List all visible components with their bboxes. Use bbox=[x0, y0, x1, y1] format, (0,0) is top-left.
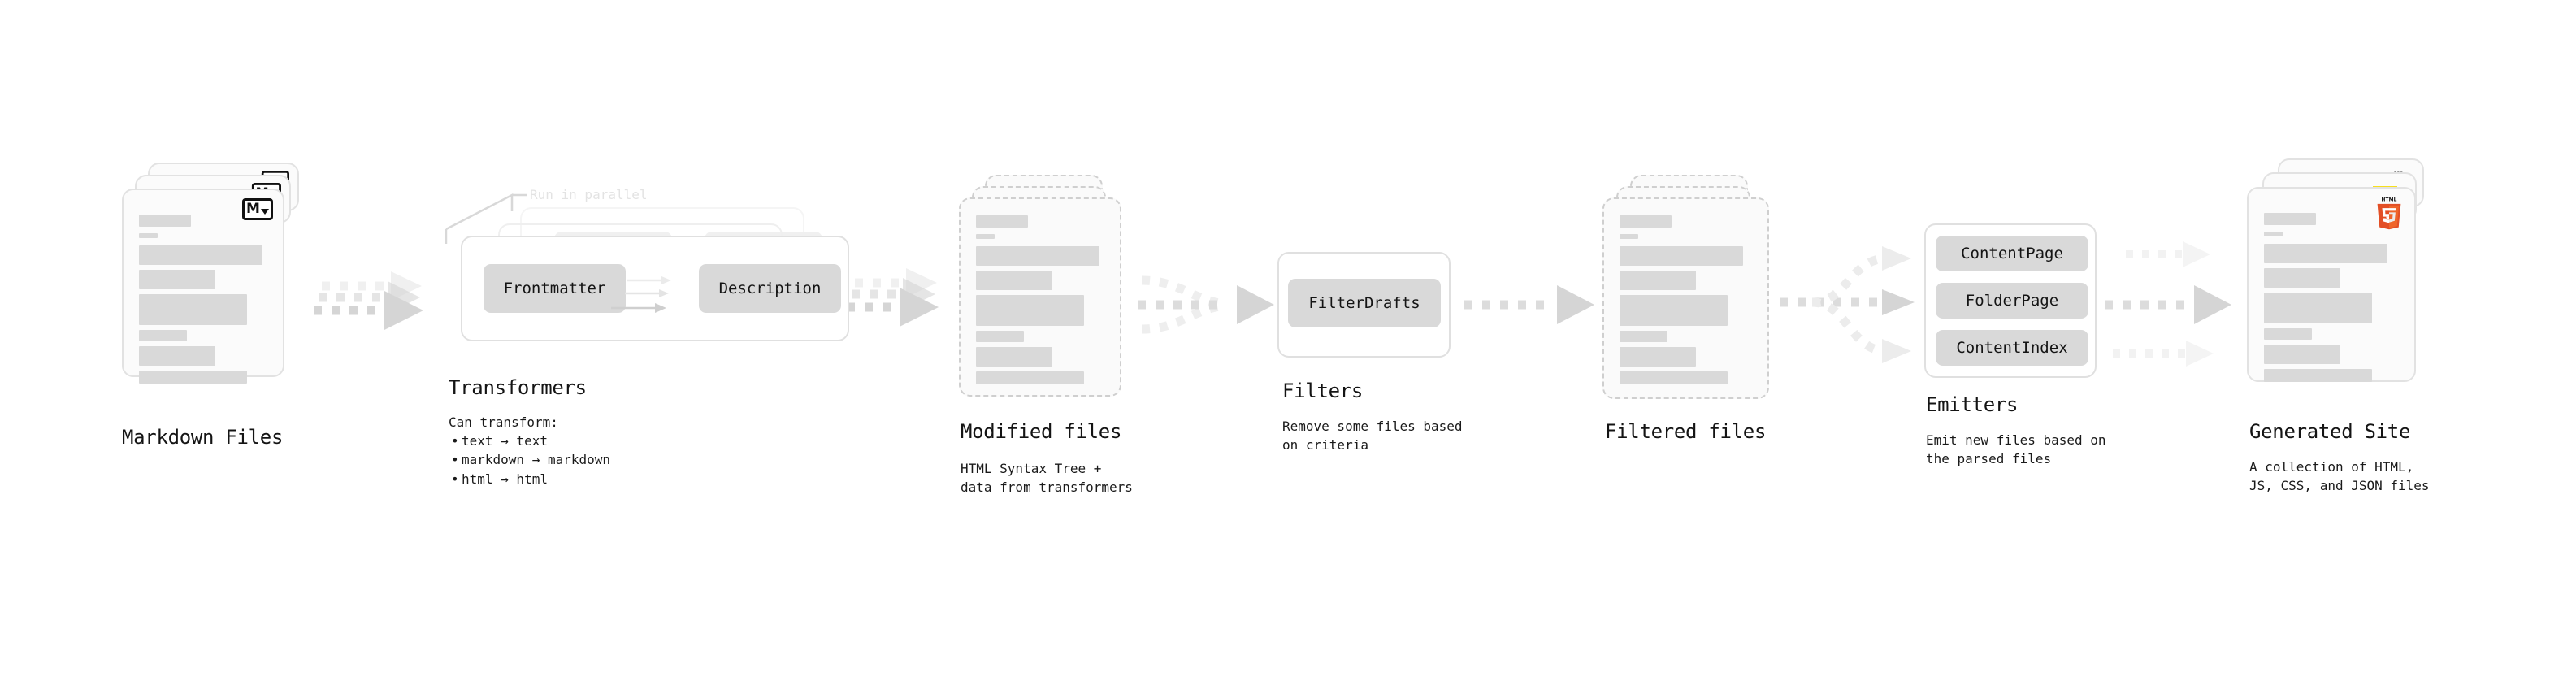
transformers-bullet-item: html → html bbox=[451, 470, 610, 488]
arrow-filters-to-filtered bbox=[1464, 285, 1594, 324]
transformers-bullet-item: markdown → markdown bbox=[451, 450, 610, 469]
markdown-card-front: M bbox=[122, 189, 284, 384]
placeholder-bar bbox=[139, 215, 191, 227]
svg-text:HTML: HTML bbox=[2381, 198, 2396, 203]
filters-group: FilterDrafts bbox=[1277, 252, 1451, 358]
emitters-pill-contentpage[interactable]: ContentPage bbox=[1936, 236, 2088, 271]
placeholder-bar bbox=[976, 246, 1099, 266]
modified-files-title: Modified files bbox=[961, 420, 1122, 443]
placeholder-bar bbox=[2264, 369, 2372, 382]
generated-site-title: Generated Site bbox=[2249, 420, 2411, 443]
placeholder-bar bbox=[1620, 271, 1696, 290]
placeholder-bar bbox=[2264, 345, 2340, 364]
placeholder-bar bbox=[139, 233, 158, 238]
placeholder-bar bbox=[1620, 246, 1743, 266]
modified-card-front bbox=[959, 197, 1121, 397]
placeholder-bar bbox=[1620, 295, 1728, 326]
placeholder-bar bbox=[1620, 331, 1667, 342]
placeholder-bar bbox=[2264, 268, 2340, 288]
emitters-pill-contentindex[interactable]: ContentIndex bbox=[1936, 330, 2088, 366]
emitters-title: Emitters bbox=[1926, 393, 2019, 416]
placeholder-bar bbox=[139, 371, 247, 384]
markdown-icon-letter: M bbox=[246, 201, 260, 217]
placeholder-bar bbox=[976, 271, 1052, 290]
arrow-filtered-to-emitters bbox=[1780, 246, 1915, 363]
stage-filtered-files bbox=[1602, 175, 1789, 419]
placeholder-bar bbox=[139, 346, 215, 366]
run-in-parallel-label: Run in parallel bbox=[530, 187, 648, 202]
placeholder-bar bbox=[976, 371, 1084, 384]
generated-site-subtitle: A collection of HTML, JS, CSS, and JSON … bbox=[2249, 459, 2430, 494]
filters-subtitle: Remove some files based on criteria bbox=[1282, 419, 1463, 453]
placeholder-bar bbox=[1620, 234, 1638, 239]
transformers-bullets: Can transform: text → text markdown → ma… bbox=[449, 413, 610, 488]
transformers-bullets-lead: Can transform: bbox=[449, 414, 558, 430]
arrow-markdown-to-transformers bbox=[314, 271, 423, 330]
transformer-pill-description[interactable]: Description bbox=[699, 264, 841, 313]
arrow-emitters-to-site bbox=[2105, 241, 2231, 367]
placeholder-bar bbox=[976, 295, 1084, 326]
filtered-files-title: Filtered files bbox=[1605, 420, 1767, 443]
stage-markdown-files: M M M bbox=[122, 163, 317, 423]
placeholder-bar bbox=[139, 270, 215, 289]
html5-icon-svg: HTML bbox=[2377, 198, 2401, 230]
markdown-icon: M bbox=[242, 198, 273, 220]
arrow-modified-to-filters bbox=[1138, 275, 1274, 334]
filters-title: Filters bbox=[1282, 380, 1364, 402]
markdown-icon-arrow bbox=[260, 209, 269, 215]
stage-generated-site: CSS HTML bbox=[2247, 158, 2450, 427]
placeholder-bar bbox=[139, 330, 187, 341]
placeholder-bar bbox=[139, 294, 247, 325]
placeholder-bar bbox=[2264, 293, 2372, 323]
stage-modified-files bbox=[959, 175, 1146, 419]
markdown-files-title: Markdown Files bbox=[122, 426, 284, 449]
emitters-subtitle: Emit new files based on the parsed files bbox=[1926, 432, 2106, 467]
placeholder-bar bbox=[976, 347, 1052, 367]
placeholder-bar bbox=[1620, 371, 1728, 384]
placeholder-bar bbox=[139, 245, 262, 265]
placeholder-bar bbox=[976, 234, 995, 239]
transformer-pill-frontmatter[interactable]: Frontmatter bbox=[484, 264, 626, 313]
placeholder-bar bbox=[976, 215, 1028, 228]
transformers-bullet-list: text → text markdown → markdown html → h… bbox=[449, 432, 610, 488]
placeholder-bar bbox=[1620, 215, 1672, 228]
transformers-title: Transformers bbox=[449, 376, 587, 399]
emitters-pill-folderpage[interactable]: FolderPage bbox=[1936, 283, 2088, 319]
transformers-bullet-item: text → text bbox=[451, 432, 610, 450]
modified-files-subtitle: HTML Syntax Tree + data from transformer… bbox=[961, 461, 1133, 496]
filtered-card-front bbox=[1602, 197, 1769, 399]
placeholder-bar bbox=[2264, 232, 2283, 236]
placeholder-bar bbox=[2264, 328, 2312, 340]
html5-icon: HTML bbox=[2375, 195, 2403, 231]
emitters-group: ContentPage FolderPage ContentIndex bbox=[1924, 223, 2097, 378]
placeholder-bar bbox=[976, 331, 1024, 342]
placeholder-bar bbox=[1620, 347, 1696, 367]
site-card-front: HTML bbox=[2247, 187, 2416, 382]
placeholder-bar bbox=[2264, 213, 2316, 225]
placeholder-bar bbox=[2264, 244, 2387, 263]
filters-pill-filterdrafts[interactable]: FilterDrafts bbox=[1288, 279, 1441, 327]
